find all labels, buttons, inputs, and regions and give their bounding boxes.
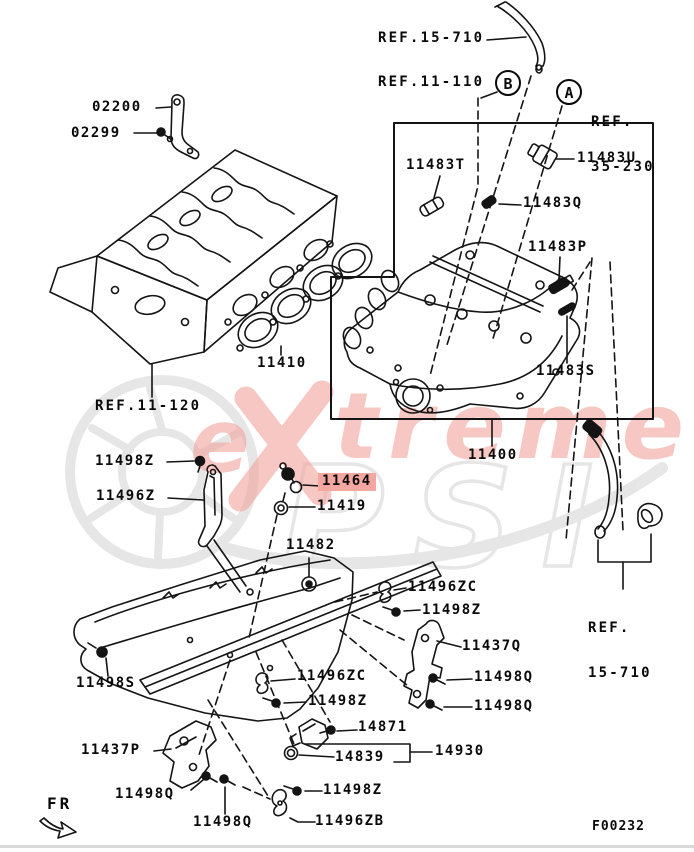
rocker-cover-drawing — [73, 550, 442, 722]
clips-and-bolts-drawing — [255, 581, 421, 823]
part-label-11498z-1[interactable]: 11498Z — [95, 453, 155, 469]
part-label-11496zc-2[interactable]: 11496ZC — [297, 668, 367, 684]
assembly-dashed-lines-middle — [248, 492, 286, 639]
part-label-11498z-2[interactable]: 11498Z — [422, 602, 482, 618]
part-label-02200[interactable]: 02200 — [92, 99, 142, 115]
part-label-14839[interactable]: 14839 — [335, 749, 385, 765]
watermark-brand-text: PSI — [282, 437, 622, 600]
engine-mount-bracket-drawing — [133, 94, 200, 160]
vacuum-hose-drawing — [582, 419, 663, 590]
ref-label-11-110[interactable]: REF.11-110 — [378, 74, 485, 90]
part-label-14871[interactable]: 14871 — [358, 719, 408, 735]
callout-b-link-line — [480, 91, 498, 99]
ref-label-35-230-line2: 35-230 — [591, 159, 655, 175]
ref-label-15-710-top[interactable]: REF.15-710 — [378, 30, 485, 46]
front-direction-arrow — [39, 817, 77, 839]
part-label-11483p[interactable]: 11483P — [528, 239, 588, 255]
intake-manifold-drawing — [342, 241, 581, 447]
part-label-11498s[interactable]: 11498S — [76, 675, 136, 691]
part-label-11498q-2[interactable]: 11498Q — [474, 698, 534, 714]
part-label-11483q[interactable]: 11483Q — [523, 195, 583, 211]
ref-label-15-710-bottom-line1: REF. — [588, 620, 631, 636]
cylinder-head-drawing — [49, 149, 338, 398]
ref-label-11-120[interactable]: REF.11-120 — [95, 398, 202, 414]
manifold-gasket-drawing — [236, 242, 373, 356]
part-label-11496zc-1[interactable]: 11496ZC — [408, 579, 478, 595]
part-label-11498z-4[interactable]: 11498Z — [323, 782, 383, 798]
part-label-11498q-4[interactable]: 11498Q — [193, 814, 253, 830]
part-label-11496z[interactable]: 11496Z — [96, 488, 156, 504]
sensor-assembly-drawing — [283, 718, 433, 763]
part-label-11419[interactable]: 11419 — [317, 498, 367, 514]
watermark-red-text: e treme — [190, 373, 694, 512]
assembly-dashed-lines-upper — [429, 75, 624, 541]
part-label-11400[interactable]: 11400 — [468, 447, 518, 463]
ref-label-15-710-bottom-line2: 15-710 — [588, 665, 652, 681]
breather-hose-drawing — [486, 1, 546, 74]
bracket-11437p-drawing — [153, 720, 236, 815]
bottom-divider — [0, 845, 694, 848]
figure-code: F00232 — [592, 819, 645, 834]
part-label-11496zb[interactable]: 11496ZB — [315, 813, 385, 829]
part-label-11464-highlighted[interactable]: 11464 — [318, 473, 376, 491]
part-label-11483s[interactable]: 11483S — [536, 363, 596, 379]
ref-label-35-230[interactable]: REF. 35-230 — [591, 85, 655, 190]
part-label-11498q-3[interactable]: 11498Q — [115, 786, 175, 802]
assembly-dashed-lines-lower — [197, 591, 409, 800]
ref-label-15-710-bottom[interactable]: REF. 15-710 — [588, 591, 652, 696]
manifold-fittings-drawing — [419, 143, 576, 364]
part-label-02299[interactable]: 02299 — [71, 125, 121, 141]
callout-b: B — [495, 70, 521, 96]
part-label-11437q[interactable]: 11437Q — [462, 638, 522, 654]
detail-box-outline — [330, 122, 654, 420]
watermark-logo: PSI e treme — [65, 373, 694, 602]
callout-a: A — [556, 79, 582, 105]
part-label-11483u[interactable]: 11483U — [577, 150, 637, 166]
part-label-11498q-1[interactable]: 11498Q — [474, 669, 534, 685]
ref-label-35-230-line1: REF. — [591, 114, 634, 130]
front-direction-label: FR — [47, 794, 73, 813]
bracket-11437q-drawing — [403, 619, 473, 711]
watermark-x-glyph — [228, 380, 334, 512]
part-label-11410[interactable]: 11410 — [257, 355, 307, 371]
part-label-11498z-3[interactable]: 11498Z — [308, 693, 368, 709]
watermark-treme: treme — [334, 373, 694, 480]
pcv-and-bracket-drawing — [166, 455, 321, 596]
part-label-14930[interactable]: 14930 — [435, 743, 485, 759]
part-label-11437p[interactable]: 11437P — [81, 742, 141, 758]
part-label-11483t[interactable]: 11483T — [406, 157, 466, 173]
part-label-11482[interactable]: 11482 — [286, 537, 336, 553]
